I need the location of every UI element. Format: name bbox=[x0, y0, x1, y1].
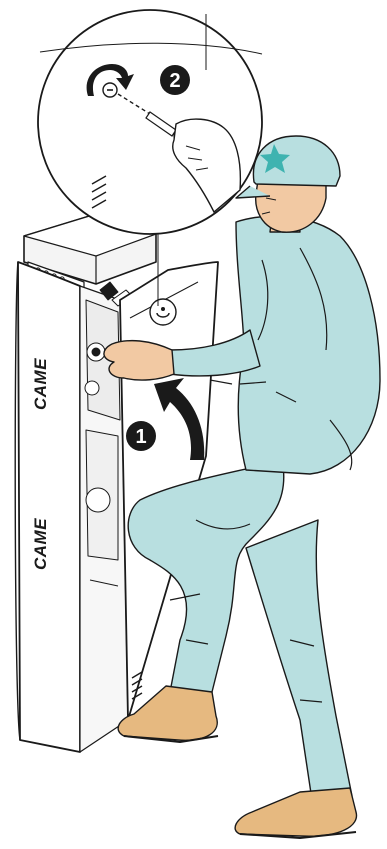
worker-cap bbox=[253, 136, 340, 186]
worker-hand bbox=[104, 341, 174, 380]
worker-back-boot bbox=[235, 788, 356, 836]
step-badge-2: 2 bbox=[160, 65, 190, 95]
worker-back-leg bbox=[246, 520, 352, 800]
cabinet-front-cover bbox=[18, 262, 80, 752]
lock-icon bbox=[150, 299, 176, 325]
step-badge-1: 1 bbox=[126, 421, 156, 451]
keyhole-icon bbox=[103, 83, 117, 97]
worker-torso bbox=[236, 216, 380, 474]
step-number-1: 1 bbox=[135, 426, 146, 448]
step-number-2: 2 bbox=[169, 70, 180, 92]
brand-label-lower: CAME bbox=[31, 518, 50, 570]
brand-label-upper: CAME bbox=[31, 358, 50, 410]
